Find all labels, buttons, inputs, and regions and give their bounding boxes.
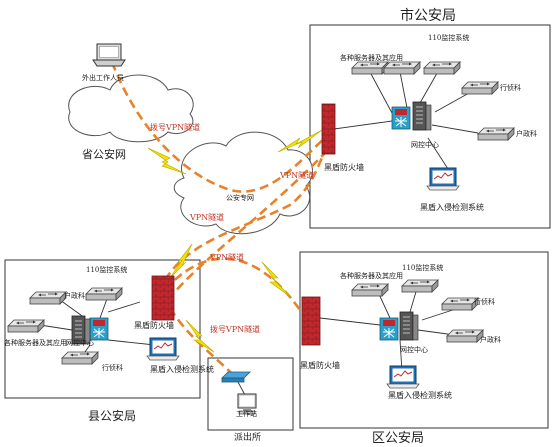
provincial-network-cloud: [68, 74, 194, 143]
monitor-110-switch-icon: [401, 279, 439, 293]
district-ids-label: 黑盾入侵检测系统: [388, 390, 452, 400]
network-links: [39, 67, 479, 396]
lightning-bolt: [261, 261, 293, 299]
county-network-center-label: 网控中心: [66, 338, 94, 347]
switch-icon: [423, 61, 461, 75]
county-servers-label: 各种服务器及其应用: [4, 338, 67, 347]
city-bureau-title: 市公安局: [400, 7, 456, 24]
ids-monitor-icon: [146, 337, 180, 361]
household-switch-icon: [29, 291, 67, 305]
district-network-center-label: 网控中心: [400, 345, 428, 354]
lightning-bolt: [147, 147, 187, 175]
police-station-frame: [207, 357, 294, 431]
household-switch-icon: [446, 329, 484, 343]
police-station-label: 派出所: [234, 431, 261, 443]
city-network-center-label: 网控中心: [411, 140, 439, 149]
lightning-bolt: [185, 319, 215, 353]
county-110-label: 110监控系统: [86, 265, 127, 274]
district-bureau-title: 区公安局: [372, 431, 424, 446]
monitor-110-switch-icon: [85, 287, 123, 301]
server-tower-icon: [399, 311, 419, 341]
city-household-label: 户政科: [516, 129, 537, 138]
server-switch-icon: [351, 283, 389, 297]
city-servers-label: 各种服务器及其应用: [340, 53, 403, 62]
lightning-bolt: [277, 129, 323, 153]
firewall-icon: [321, 103, 336, 155]
city-firewall-label: 黑盾防火墙: [324, 162, 364, 172]
dialup-vpn-label: 拨号VPN隧道: [150, 122, 200, 132]
county-household-label: 户政科: [64, 291, 85, 300]
district-firewall-label: 黑盾防火墙: [300, 360, 340, 370]
workstation-label: 工作站: [236, 409, 257, 418]
vpn-tunnel-label: VPN隧道: [209, 252, 244, 262]
district-110-label: 110监控系统: [402, 263, 443, 272]
dialup-vpn-label: 拨号VPN隧道: [210, 324, 260, 334]
city-investigation-label: 行侦科: [500, 83, 521, 92]
city-bureau-frame: [309, 24, 551, 229]
workstation-icon: [237, 393, 257, 415]
investigation-switch-icon: [441, 297, 479, 311]
ids-monitor-icon: [426, 167, 460, 191]
district-household-label: 户政科: [480, 335, 501, 344]
vpn-tunnel-label: VPN隧道: [189, 212, 224, 222]
core-router-icon: [379, 317, 399, 341]
county-bureau-frame: [4, 259, 201, 399]
ids-monitor-icon: [386, 365, 420, 389]
server-switch-icon: [7, 319, 45, 333]
lightning-links: [147, 129, 323, 353]
city-110-label: 110监控系统: [428, 33, 469, 42]
firewall-icon: [301, 296, 321, 346]
server-switch-icon: [351, 61, 389, 75]
firewall-icon: [151, 275, 175, 321]
county-ids-label: 黑盾入侵检测系统: [150, 364, 214, 374]
district-servers-label: 各种服务器及其应用: [340, 271, 403, 280]
monitor-110-switch-icon: [383, 61, 421, 75]
server-tower-icon: [412, 101, 432, 131]
county-investigation-label: 行侦科: [102, 363, 123, 372]
lightning-bolt: [169, 243, 193, 279]
household-switch-icon: [477, 127, 515, 141]
county-bureau-title: 县公安局: [88, 408, 136, 423]
core-router-icon: [391, 106, 411, 130]
public-network-cloud: [173, 131, 313, 235]
hub-icon: [221, 371, 251, 383]
district-investigation-label: 行侦科: [474, 297, 495, 306]
investigation-switch-icon: [61, 351, 99, 365]
city-ids-label: 黑盾入侵检测系统: [420, 202, 484, 212]
vpn-tunnel-label: VPN隧道: [279, 170, 314, 180]
laptop-icon: [92, 43, 126, 67]
provincial-network-label: 省公安网: [82, 147, 126, 161]
district-bureau-frame: [299, 251, 549, 429]
county-firewall-label: 黑盾防火墙: [134, 320, 174, 330]
investigation-switch-icon: [461, 81, 499, 95]
public-network-label: 公安专网: [226, 193, 254, 202]
field-worker-label: 外出工作人员: [82, 73, 124, 82]
core-router-icon: [89, 317, 109, 341]
